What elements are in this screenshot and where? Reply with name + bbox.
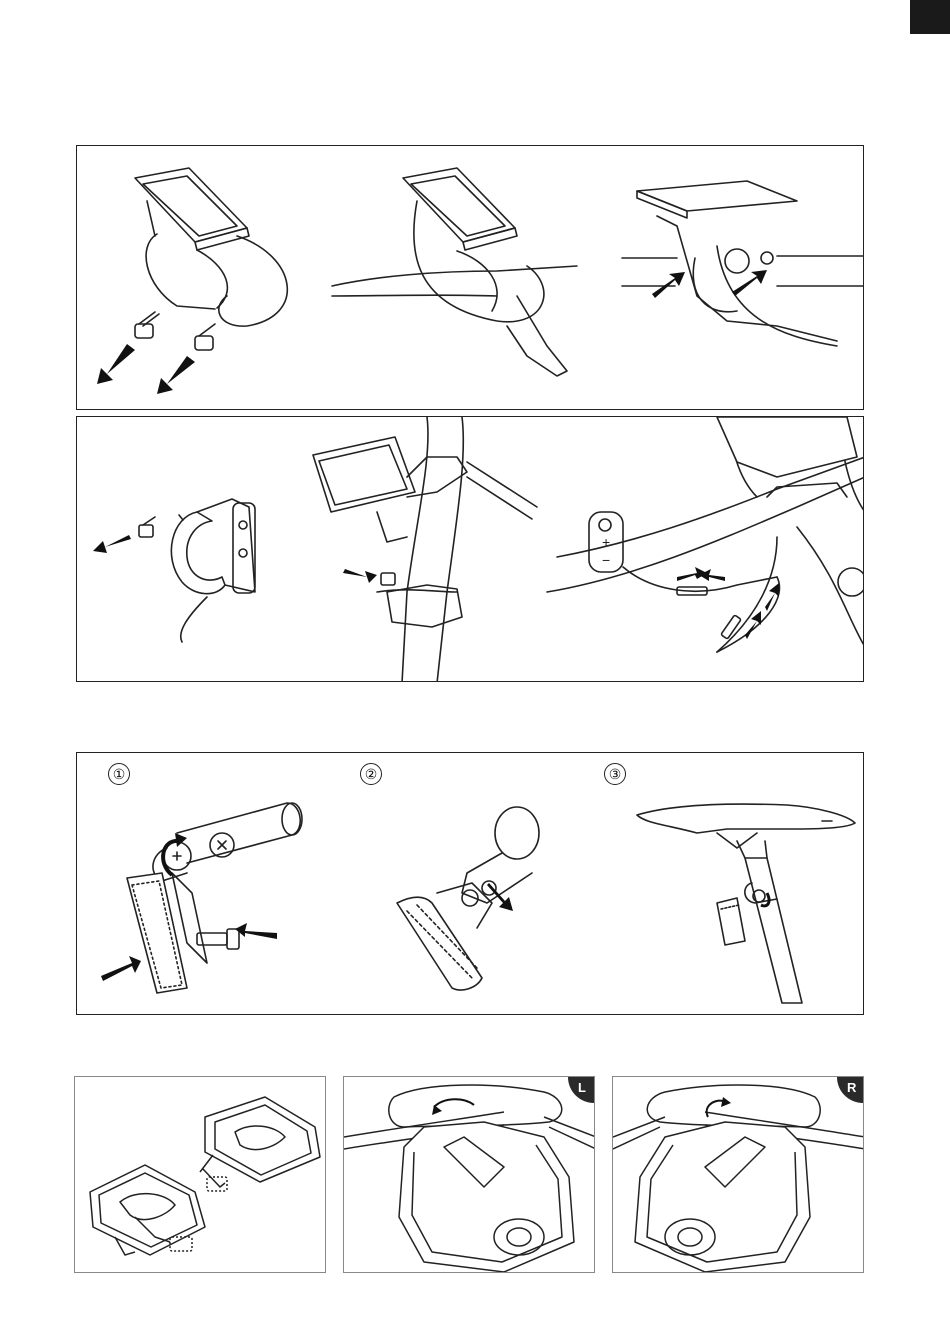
display-mount-panel: [76, 145, 864, 410]
pedals-illustration: [75, 1077, 326, 1273]
reflector-mount-illustration: [77, 753, 864, 1015]
control-screw: [139, 517, 155, 537]
pedal-front: [90, 1165, 205, 1255]
control-mount-illustration: + −: [77, 417, 864, 682]
clamp-c: [693, 258, 737, 312]
stem-screw: [381, 573, 395, 585]
screw-a1: [135, 312, 159, 338]
pedals-panel: [74, 1076, 326, 1273]
right-pedal-illustration: [613, 1077, 864, 1273]
language-tab: [910, 0, 950, 34]
handlebar-remote: + −: [547, 417, 864, 652]
display-mount-illustration: [77, 146, 864, 410]
reflector-mount-panel: ① ② ③: [76, 752, 864, 1015]
display-unit-b: [332, 168, 577, 376]
display-unit-a: [135, 168, 287, 326]
svg-text:−: −: [602, 552, 610, 568]
display-on-stem: [313, 417, 537, 682]
step-number-2: ②: [360, 763, 382, 785]
left-pedal-install-panel: L: [343, 1076, 595, 1273]
left-pedal-illustration: [344, 1077, 595, 1273]
reflector-bracket-2: [397, 807, 539, 990]
step-number-1: ①: [108, 763, 130, 785]
reflector-bracket-1: [127, 803, 302, 993]
pedal-back: [200, 1097, 320, 1191]
seat-with-reflector: [637, 804, 855, 1003]
display-unit-c: [622, 181, 864, 346]
step-number-3: ③: [604, 763, 626, 785]
control-mount-panel: + −: [76, 416, 864, 682]
screw-a2: [195, 324, 215, 350]
control-clamp: [171, 499, 255, 642]
svg-text:+: +: [602, 534, 610, 550]
right-pedal-install-panel: R: [612, 1076, 864, 1273]
